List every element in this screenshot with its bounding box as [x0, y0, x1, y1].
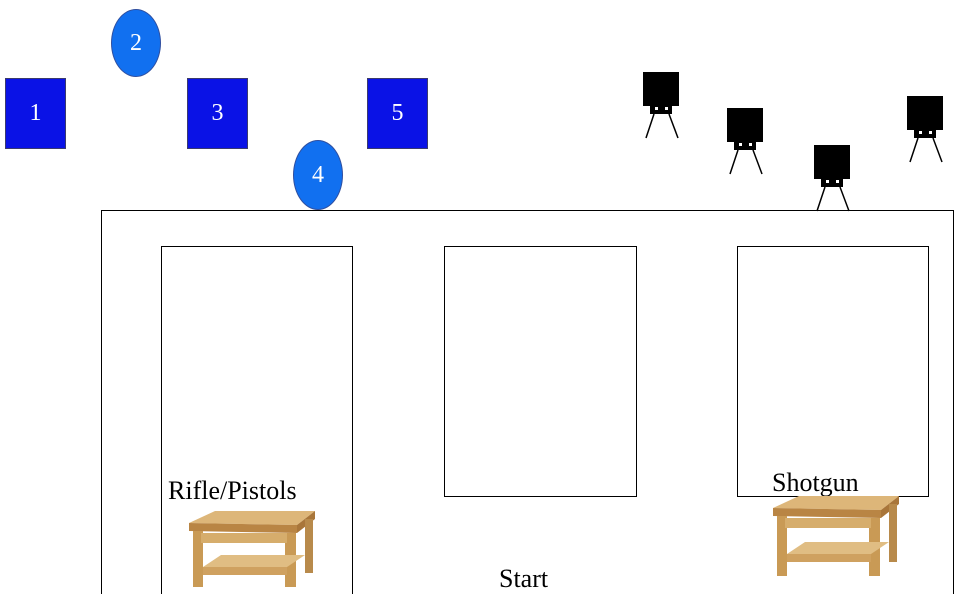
target-2-label: 2: [130, 30, 142, 57]
steel-plate-target-icon: [904, 94, 949, 166]
target-1-label: 1: [30, 100, 42, 127]
wooden-table-icon: [765, 494, 905, 578]
steel-plate-target-icon: [724, 106, 769, 178]
target-4: 4: [293, 140, 343, 210]
right-shooting-bay: [737, 246, 929, 497]
wooden-table-icon: [181, 509, 321, 589]
target-3-label: 3: [212, 100, 224, 127]
steel-plate-target-icon: [811, 143, 856, 213]
steel-plate-target-icon: [640, 70, 685, 142]
target-5-label: 5: [392, 100, 404, 127]
center-shooting-bay: [444, 246, 637, 497]
rifle-pistols-label: Rifle/Pistols: [168, 476, 297, 506]
target-2: 2: [111, 9, 161, 77]
target-4-label: 4: [312, 162, 324, 189]
target-3: 3: [187, 78, 248, 149]
target-5: 5: [367, 78, 428, 149]
start-label: Start: [499, 564, 548, 594]
target-1: 1: [5, 78, 66, 149]
